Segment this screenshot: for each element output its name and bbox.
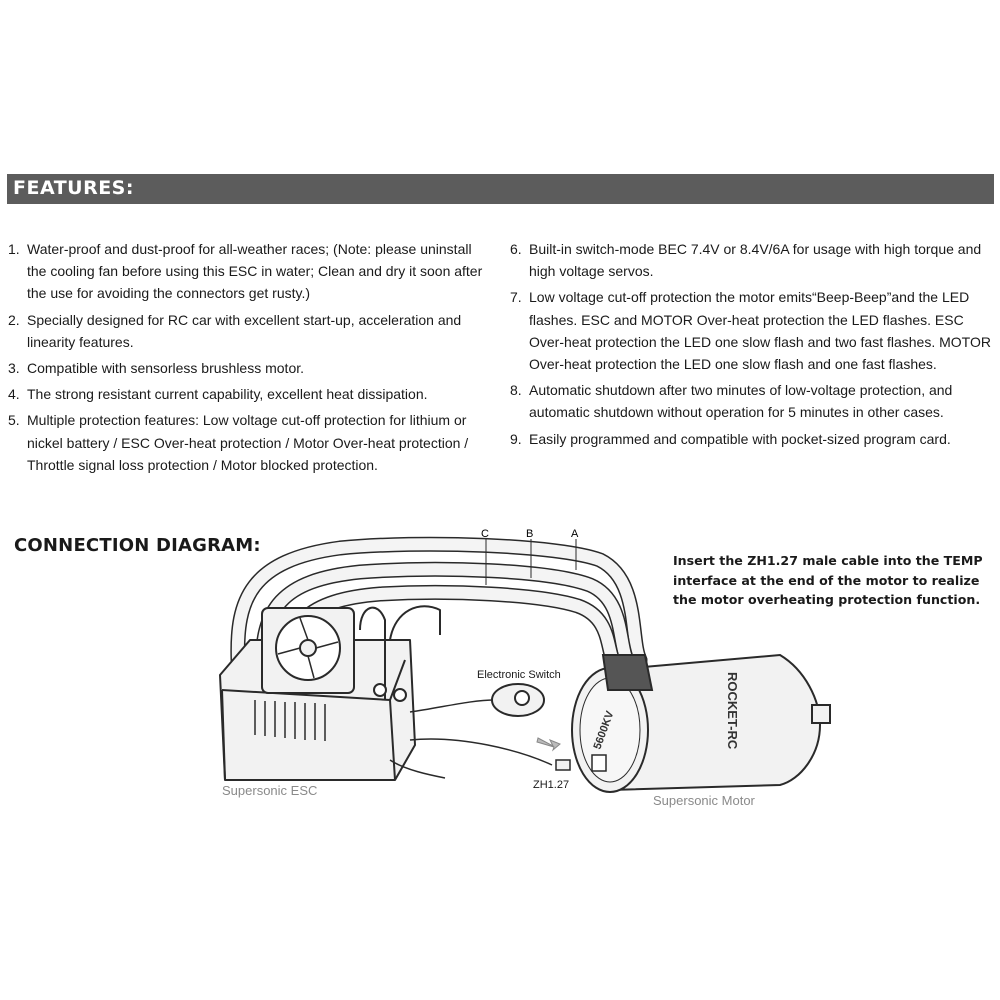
feature-text: Compatible with sensorless brushless mot… — [27, 360, 305, 377]
feature-text: Low voltage cut-off protection the motor… — [529, 289, 991, 373]
insert-arrow-icon — [536, 737, 561, 752]
feature-item: 1.Water-proof and dust-proof for all-wea… — [8, 241, 483, 302]
features-heading: FEATURES: — [13, 177, 134, 199]
feature-text: Easily programmed and compatible with po… — [529, 430, 951, 447]
feature-text: Multiple protection features: Low voltag… — [27, 412, 469, 473]
motor-label: Supersonic Motor — [653, 793, 756, 808]
feature-item: 7.Low voltage cut-off protection the mot… — [510, 289, 991, 373]
feature-text: Water-proof and dust-proof for all-weath… — [27, 241, 483, 302]
motor-unit — [571, 653, 831, 793]
connection-diagram-heading: CONNECTION DIAGRAM: — [14, 535, 261, 556]
temp-cable-note: Insert the ZH1.27 male cable into the TE… — [673, 553, 983, 607]
electronic-switch — [491, 683, 545, 717]
feature-text: Built-in switch-mode BEC 7.4V or 8.4V/6A… — [529, 241, 982, 280]
feature-item: 5.Multiple protection features: Low volt… — [8, 412, 469, 473]
phase-wires — [230, 536, 648, 683]
feature-item: 2.Specially designed for RC car with exc… — [8, 311, 462, 350]
feature-item: 9.Easily programmed and compatible with … — [510, 430, 951, 447]
wire-label-a: A — [571, 528, 579, 540]
feature-item: 6.Built-in switch-mode BEC 7.4V or 8.4V/… — [510, 241, 982, 280]
power-icon — [514, 690, 530, 706]
features-list-left: 1.Water-proof and dust-proof for all-wea… — [8, 238, 488, 480]
esc-unit — [219, 605, 441, 781]
feature-text: Specially designed for RC car with excel… — [27, 311, 462, 350]
feature-item: 8.Automatic shutdown after two minutes o… — [510, 382, 953, 421]
feature-item: 3.Compatible with sensorless brushless m… — [8, 360, 305, 377]
connector-label: ZH1.27 — [533, 779, 569, 791]
wire-label-b: B — [526, 528, 533, 540]
feature-text: Automatic shutdown after two minutes of … — [529, 382, 953, 421]
wire-label-c: C — [481, 528, 489, 540]
motor-brand: ROCKET-RC — [725, 672, 740, 750]
zh127-connector — [555, 759, 571, 771]
esc-label: Supersonic ESC — [222, 783, 317, 798]
feature-item: 4.The strong resistant current capabilit… — [8, 386, 428, 403]
feature-text: The strong resistant current capability,… — [27, 386, 428, 403]
switch-label: Electronic Switch — [477, 669, 561, 681]
features-banner: FEATURES: — [7, 174, 994, 204]
features-list-right: 6.Built-in switch-mode BEC 7.4V or 8.4V/… — [510, 238, 994, 454]
